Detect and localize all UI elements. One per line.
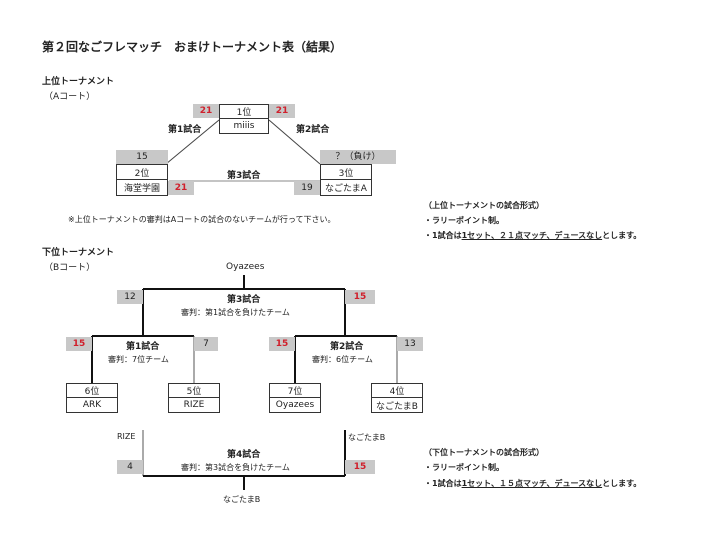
upper-first-rank: 1位 xyxy=(220,105,268,119)
lower-format-line1: ・ラリーポイント制。 xyxy=(424,463,504,472)
lower-match4-left-team: RIZE xyxy=(117,432,136,441)
upper-second-team: 海堂学園 xyxy=(123,184,160,194)
page-title: 第２回なごフレマッチ おまけトーナメント表（結果） xyxy=(42,40,343,54)
upper-score-top-right: 21 xyxy=(269,104,295,118)
upper-third-rank: 3位 xyxy=(321,165,371,180)
upper-court: （Aコート） xyxy=(44,92,96,102)
lower-match2-label: 第2試合 xyxy=(330,342,364,352)
lower-match3-score-left: 12 xyxy=(117,290,143,304)
lower-match2-score-left: 15 xyxy=(269,337,295,351)
lower-team-box-7th: 7位 Oyazees xyxy=(269,383,321,413)
lower-court: （Bコート） xyxy=(44,263,96,273)
lower-match1-score-left: 15 xyxy=(66,337,92,351)
upper-format-line2: ・1試合は1セット、２１点マッチ、デュースなしとします。 xyxy=(424,230,641,241)
lower-match1-score-right: 7 xyxy=(194,337,218,351)
upper-first-place-box: 1位 miiis xyxy=(219,104,269,134)
upper-score-left-bottom: 21 xyxy=(168,181,194,195)
upper-match3-label: 第3試合 xyxy=(227,171,261,181)
upper-second-place-box: 2位 海堂学園 xyxy=(116,164,168,196)
upper-score-right-bottom: 19 xyxy=(294,181,320,195)
lower-team-name: RIZE xyxy=(183,400,205,410)
lower-team-rank: 4位 xyxy=(372,384,422,398)
lower-match4-right-team: なごたまB xyxy=(348,433,386,442)
lower-team-rank: 7位 xyxy=(270,384,320,398)
upper-match2-label: 第2試合 xyxy=(296,125,330,135)
lower-match3-score-right: 15 xyxy=(345,290,375,304)
upper-score-right-top: ？（負け） xyxy=(320,150,396,164)
lower-format-line2-underlined: 1セット、１５点マッチ、デュースなし xyxy=(461,479,603,488)
lower-match4-score-right: 15 xyxy=(345,460,375,474)
upper-heading: 上位トーナメント xyxy=(42,77,115,87)
lower-match4-winner: なごたまB xyxy=(223,495,261,504)
upper-format-title: （上位トーナメントの試合形式） xyxy=(424,201,544,210)
lower-heading: 下位トーナメント xyxy=(42,248,115,258)
lower-team-box-4th: 4位 なごたまB xyxy=(371,383,423,413)
upper-format-line2-pre: ・1試合は xyxy=(424,231,462,240)
lower-match2-score-right: 13 xyxy=(397,337,423,351)
upper-format-line2-underlined: 1セット、２１点マッチ、デュースなし xyxy=(461,231,603,240)
upper-referee-note: ※上位トーナメントの審判はAコートの試合のないチームが行って下さい。 xyxy=(68,215,336,224)
upper-format-line2-post: とします。 xyxy=(602,231,642,240)
lower-format-line2-post: とします。 xyxy=(602,479,642,488)
lower-match2-referee: 審判：6位チーム xyxy=(312,355,373,364)
lower-team-box-5th: 5位 RIZE xyxy=(168,383,220,413)
upper-match1-label: 第1試合 xyxy=(168,125,202,135)
lower-match4-referee: 審判：第3試合を負けたチーム xyxy=(181,463,290,472)
upper-second-rank: 2位 xyxy=(117,165,167,180)
lower-team-box-6th: 6位 ARK xyxy=(66,383,118,413)
upper-first-team: miiis xyxy=(233,121,255,131)
lower-team-name: ARK xyxy=(82,400,102,410)
lower-team-name: Oyazees xyxy=(275,400,315,410)
upper-format-line1: ・ラリーポイント制。 xyxy=(424,216,504,225)
upper-score-top-left: 21 xyxy=(193,104,219,118)
lower-format-line2: ・1試合は1セット、１５点マッチ、デュースなしとします。 xyxy=(424,478,641,489)
upper-third-place-box: 3位 なごたまA xyxy=(320,164,372,196)
lower-team-rank: 5位 xyxy=(169,384,219,398)
lower-team-rank: 6位 xyxy=(67,384,117,398)
lower-team-name: なごたまB xyxy=(376,401,418,412)
lower-match1-label: 第1試合 xyxy=(126,342,160,352)
lower-match3-referee: 審判：第1試合を負けたチーム xyxy=(181,308,290,317)
upper-score-left-top: 15 xyxy=(116,150,168,164)
lower-match1-referee: 審判：7位チーム xyxy=(108,355,169,364)
lower-winner-top: Oyazees xyxy=(226,262,265,272)
lower-format-title: （下位トーナメントの試合形式） xyxy=(424,448,544,457)
lower-match4-label: 第4試合 xyxy=(227,450,261,460)
lower-format-line2-pre: ・1試合は xyxy=(424,479,462,488)
upper-third-team: なごたまA xyxy=(325,184,367,194)
lower-match3-label: 第3試合 xyxy=(227,295,261,305)
lower-match4-score-left: 4 xyxy=(117,460,143,474)
